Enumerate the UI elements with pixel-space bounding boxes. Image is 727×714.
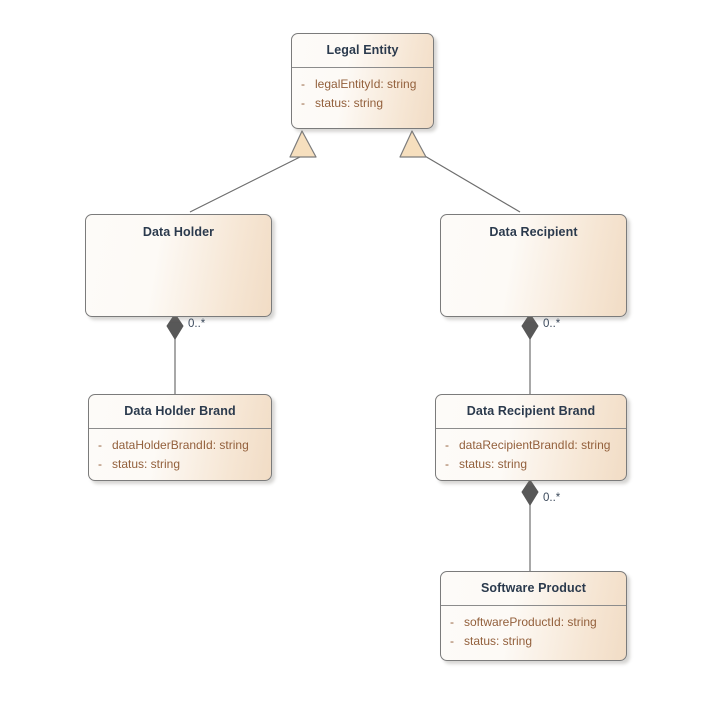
attribute-signature: dataHolderBrandId: string [112,438,249,452]
class-node-software-product[interactable]: Software Product - softwareProductId: st… [440,571,627,661]
class-title: Data Recipient [489,224,578,239]
composition-data-recipient-brand-to-software-product [521,479,539,571]
class-title: Data Recipient Brand [466,404,596,419]
attribute-visibility: - [445,457,449,471]
class-attribute: - dataHolderBrandId: string [89,436,271,455]
class-title: Legal Entity [326,43,399,58]
attribute-visibility: - [98,457,102,471]
generalization-data-recipient-to-legal-entity [399,130,521,213]
class-title-bar: Legal Entity [292,34,433,68]
class-attribute: - status: string [292,94,433,113]
class-attribute-list: - legalEntityId: string - status: string [292,68,433,113]
class-attribute: - legalEntityId: string [292,75,433,94]
class-node-data-recipient[interactable]: Data Recipient [440,214,627,317]
attribute-visibility: - [445,438,449,452]
class-title: Software Product [480,581,587,596]
attribute-visibility: - [301,77,305,91]
class-title-bar: Data Recipient Brand [436,395,626,429]
attribute-visibility: - [450,615,454,629]
class-title: Data Holder [142,224,215,239]
attribute-visibility: - [98,438,102,452]
class-attribute-list: - dataHolderBrandId: string - status: st… [89,429,271,474]
attribute-visibility: - [450,634,454,648]
class-attribute: - status: string [436,455,626,474]
class-node-data-recipient-brand[interactable]: Data Recipient Brand - dataRecipientBran… [435,394,627,481]
class-attribute-list: - softwareProductId: string - status: st… [441,606,626,651]
class-node-legal-entity[interactable]: Legal Entity - legalEntityId: string - s… [291,33,434,129]
class-node-data-holder-brand[interactable]: Data Holder Brand - dataHolderBrandId: s… [88,394,272,481]
composition-data-holder-to-data-holder-brand [166,313,184,394]
class-title-bar: Data Recipient [441,215,626,249]
attribute-signature: status: string [459,457,528,471]
class-attribute: - softwareProductId: string [441,613,626,632]
class-title-bar: Data Holder Brand [89,395,271,429]
attribute-signature: dataRecipientBrandId: string [459,438,611,452]
class-attribute: - status: string [441,632,626,651]
class-attribute: - status: string [89,455,271,474]
attribute-signature: status: string [464,634,533,648]
class-attribute: - dataRecipientBrandId: string [436,436,626,455]
attribute-signature: status: string [112,457,181,471]
attribute-signature: status: string [315,96,384,110]
class-node-data-holder[interactable]: Data Holder [85,214,272,317]
class-title-bar: Software Product [441,572,626,606]
composition-data-recipient-to-data-recipient-brand [521,313,539,394]
attribute-signature: legalEntityId: string [315,77,417,91]
multiplicity-label-recipient-brand: 0..* [543,318,561,330]
class-attribute-list: - dataRecipientBrandId: string - status:… [436,429,626,474]
attribute-visibility: - [301,96,305,110]
generalization-data-holder-to-legal-entity [189,130,317,213]
class-title-bar: Data Holder [86,215,271,249]
class-title: Data Holder Brand [124,404,236,419]
multiplicity-label-software-product: 0..* [543,492,561,504]
multiplicity-label-holder-brand: 0..* [188,318,206,330]
attribute-signature: softwareProductId: string [464,615,597,629]
